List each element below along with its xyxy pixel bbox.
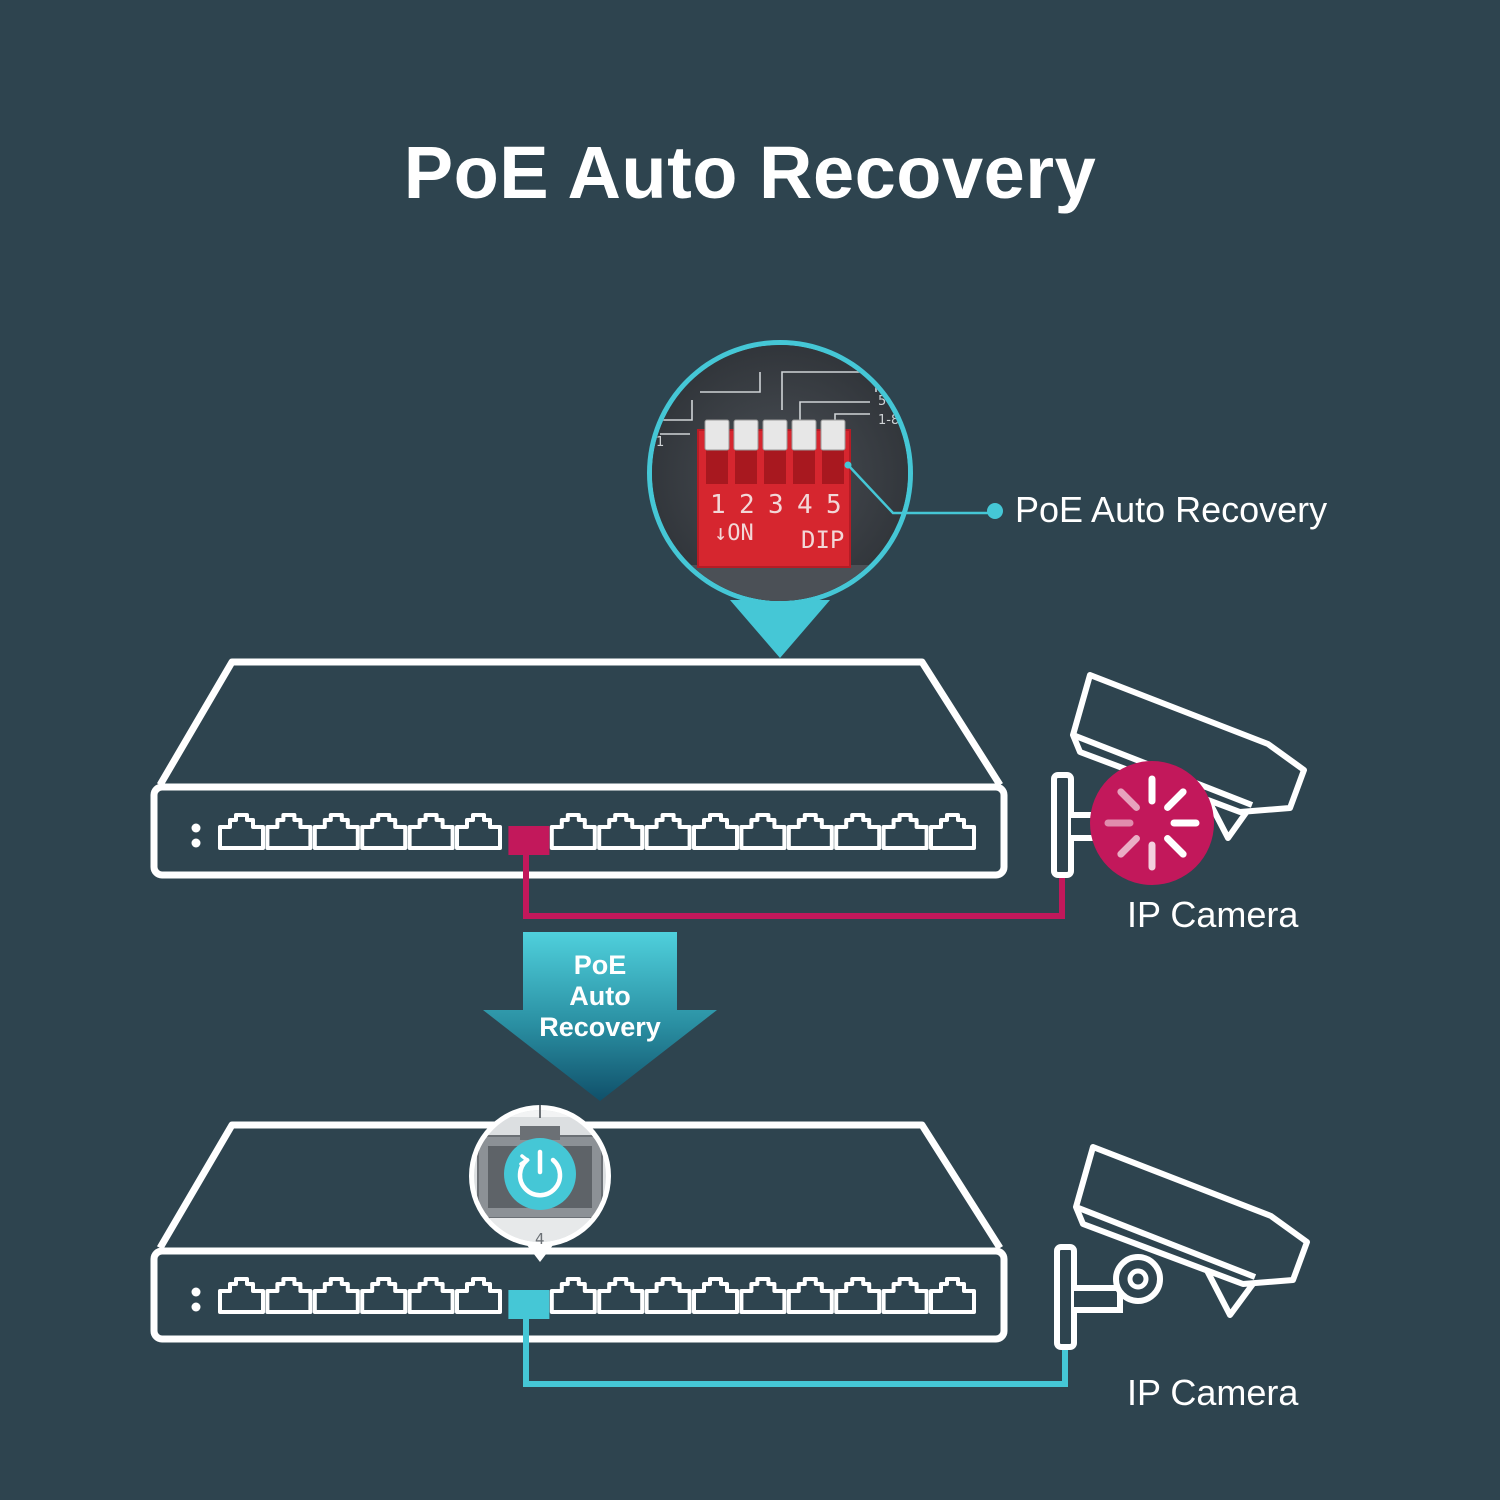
- dip-lever: [704, 419, 730, 451]
- dip-lever: [791, 419, 817, 451]
- ethernet-port: [881, 1277, 929, 1314]
- dip-number: 1: [710, 490, 726, 520]
- restart-icon: [517, 1149, 563, 1198]
- cable-top-fault: [523, 848, 1065, 919]
- ethernet-port: [407, 1277, 455, 1314]
- dip-lever: [762, 419, 788, 451]
- ethernet-port: [312, 813, 360, 850]
- ethernet-port: [644, 813, 692, 850]
- ethernet-port: [692, 1277, 739, 1314]
- ethernet-port: [265, 1277, 313, 1314]
- camera-label-top: IP Camera: [1127, 894, 1299, 935]
- spinner-tick: [1117, 788, 1140, 811]
- ethernet-port: [455, 813, 502, 850]
- ethernet-port: [597, 1277, 645, 1314]
- switch-top: [150, 658, 1008, 879]
- arrow-label-line: Auto: [569, 981, 631, 1011]
- ethernet-port: [692, 813, 739, 850]
- page-title: PoE Auto Recovery: [403, 131, 1097, 214]
- callout-dot: [987, 503, 1003, 519]
- switch-bottom-ports: [218, 1277, 976, 1319]
- arrow-label: PoE Auto Recovery: [500, 950, 700, 1043]
- ethernet-port: [360, 813, 408, 850]
- ethernet-port: [549, 1277, 597, 1314]
- ip-camera-bottom-icon: [1054, 1144, 1310, 1350]
- dip-number: 5: [826, 490, 842, 520]
- cable-bottom-ok: [523, 1312, 1068, 1387]
- ethernet-port: [881, 813, 929, 850]
- port-zoom-bubble: 4: [469, 1105, 611, 1262]
- camera-label-bottom: IP Camera: [1127, 1372, 1299, 1413]
- dip-lever: [733, 419, 759, 451]
- ethernet-port: [218, 1277, 265, 1314]
- fault-loading-icon: [1090, 761, 1214, 885]
- ethernet-port: [929, 1277, 976, 1314]
- ethernet-port: [549, 813, 597, 850]
- spinner-tick: [1164, 788, 1187, 811]
- arrow-label-line: PoE: [573, 950, 627, 980]
- ethernet-port: [929, 813, 976, 850]
- dip-lever: [820, 419, 846, 451]
- svg-text:1: 1: [656, 435, 664, 450]
- svg-text:1-8: 1-8: [878, 413, 899, 428]
- recovery-arrow: [483, 932, 717, 1101]
- ethernet-port: [644, 1277, 692, 1314]
- ethernet-port: [739, 1277, 787, 1314]
- dip-number: 3: [768, 490, 784, 520]
- arrow-label-line: Recovery: [539, 1012, 661, 1042]
- spinner-tick: [1117, 835, 1140, 858]
- switch-top-ports: [218, 813, 976, 855]
- port-number: 4: [535, 1230, 545, 1248]
- ethernet-port: [407, 813, 455, 850]
- ethernet-port: [834, 813, 882, 850]
- ethernet-port: [218, 813, 265, 850]
- svg-text:5: 5: [878, 394, 886, 409]
- ethernet-port: [597, 813, 645, 850]
- ethernet-port: [786, 813, 834, 850]
- spinner-tick: [1164, 835, 1187, 858]
- ethernet-port: [786, 1277, 834, 1314]
- ethernet-port: [312, 1277, 360, 1314]
- ethernet-port: [360, 1277, 408, 1314]
- dip-dip-label: DIP: [801, 526, 844, 554]
- ethernet-port: [455, 1277, 502, 1314]
- dip-number: 4: [797, 490, 813, 520]
- ethernet-port: [265, 813, 313, 850]
- ethernet-port: [834, 1277, 882, 1314]
- dip-on-label: ↓ON: [714, 521, 754, 546]
- dip-number: 2: [739, 490, 755, 520]
- ethernet-port: [739, 813, 787, 850]
- callout-label: PoE Auto Recovery: [1015, 489, 1328, 530]
